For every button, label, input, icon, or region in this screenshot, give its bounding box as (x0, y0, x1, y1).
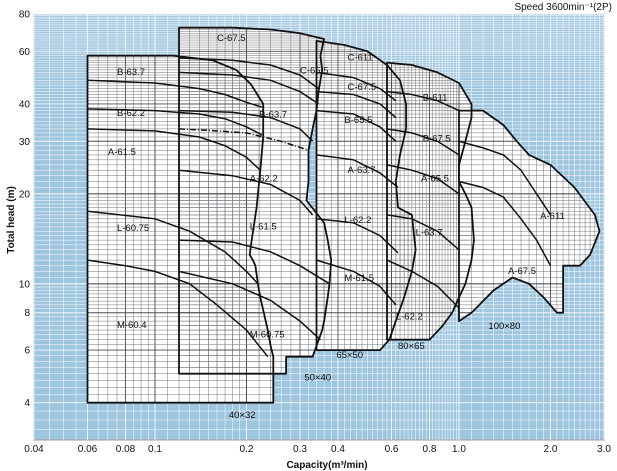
curve-label: A-62.2 (250, 173, 278, 184)
pump-size-label: 50×40 (304, 372, 331, 383)
x-tick-label: 0.8 (423, 444, 437, 455)
curve-label: A-63.7 (348, 165, 376, 176)
curve-label: L-62.2 (396, 311, 423, 322)
pump-size-label: 80×65 (398, 341, 425, 352)
curve-A-62.2 (178, 169, 314, 216)
curve-label: L-63.7 (416, 228, 443, 239)
curve-label: A-67.5 (508, 266, 536, 277)
curve-B-63.7 (178, 109, 314, 142)
curve-label: B-63.7 (117, 67, 145, 78)
x-tick-label: 2.0 (544, 444, 558, 455)
y-tick-label: 20 (19, 189, 31, 200)
y-tick-label: 10 (19, 279, 31, 290)
curve-label: L-60.75 (117, 223, 149, 234)
x-tick-label: 0.6 (385, 444, 399, 455)
outline-40x32 (86, 54, 275, 404)
region-outlines (86, 26, 601, 404)
y-tick-label: 40 (19, 99, 31, 110)
curve-dashed (178, 128, 309, 151)
curve-B-67.5 (386, 128, 460, 156)
curve-A-61.5 (87, 128, 261, 171)
curve-label: C-611 (348, 52, 373, 63)
pump-size-label: 40×32 (229, 410, 256, 421)
curve-label: A-61.5 (108, 147, 136, 158)
curve-label: C-67.5 (217, 33, 246, 44)
curve-label: A-65.5 (421, 173, 449, 184)
curve-labels: B-63.7B-62.2A-61.5L-60.75M-60.440×32C-67… (108, 33, 565, 421)
curve-label: A-611 (540, 211, 565, 222)
y-tick-label: 8 (24, 308, 30, 319)
curve-label: M-61.5 (344, 273, 374, 284)
y-axis-label: Total head (m) (6, 186, 17, 254)
pump-size-label: 100×80 (488, 321, 520, 332)
curve-label: B-62.2 (117, 108, 145, 119)
curve-L-63.7 (386, 214, 460, 251)
x-tick-label: 1.0 (452, 444, 466, 455)
curve-label: C-67.5 (348, 82, 377, 93)
outline-100x80 (458, 109, 601, 322)
curve-M-60.4 (87, 259, 269, 358)
curve-label: M-60.4 (117, 320, 147, 331)
y-tick-label: 4 (24, 398, 30, 409)
y-tick-label: 30 (19, 137, 31, 148)
curve-A-611 (458, 140, 552, 216)
curve-B-63.7 (87, 79, 263, 108)
curve-L-62.2 (386, 259, 460, 309)
curve-A-67.5 (458, 180, 552, 267)
x-axis-label: Capacity(m³/min) (286, 460, 367, 471)
curve-A-65.5 (386, 164, 460, 195)
y-tick-label: 6 (24, 346, 30, 357)
curve-label: M-60.75 (250, 330, 285, 341)
x-tick-label: 0.06 (78, 444, 98, 455)
curve-C-67.5 (178, 57, 319, 90)
x-tick-label: 0.08 (116, 444, 136, 455)
curve-L-62.2 (316, 218, 399, 254)
curve-L-61.5 (178, 239, 330, 285)
outline-50x40 (178, 26, 333, 375)
x-tick-label: 0.3 (293, 444, 307, 455)
outline-80x65 (386, 61, 475, 341)
y-tick-label: 60 (19, 47, 31, 58)
curve-label: C-65.5 (300, 66, 329, 77)
curve-B-611 (386, 90, 460, 112)
curve-label: B-611 (423, 93, 448, 104)
curve-label: L-61.5 (250, 221, 277, 232)
curve-B-62.2 (87, 108, 263, 136)
x-tick-label: 0.2 (240, 444, 254, 455)
speed-label: Speed 3600min⁻¹(2P) (514, 2, 612, 13)
axis-ticks: 0.04 0.06 0.08 0.1 0.2 0.3 0.4 0.6 0.8 1.0 2.0 3.0 4… (19, 10, 612, 456)
curve-M-60.75 (178, 270, 321, 341)
curve-label: B-65.5 (344, 115, 372, 126)
curve-A-63.7 (316, 154, 399, 189)
curve-label: L-62.2 (344, 215, 371, 226)
curve-label: B-63.7 (259, 110, 287, 121)
y-tick-label: 80 (19, 10, 31, 21)
curve-label: B-67.5 (423, 133, 451, 144)
x-tick-label: 0.4 (331, 444, 345, 455)
x-tick-label: 3.0 (597, 444, 611, 455)
curve-C-65.5 (178, 71, 319, 105)
pump-size-label: 65×50 (336, 350, 363, 361)
outline-65x50 (315, 40, 417, 351)
x-tick-label: 0.04 (24, 444, 44, 455)
x-tick-label: 0.1 (148, 444, 162, 455)
